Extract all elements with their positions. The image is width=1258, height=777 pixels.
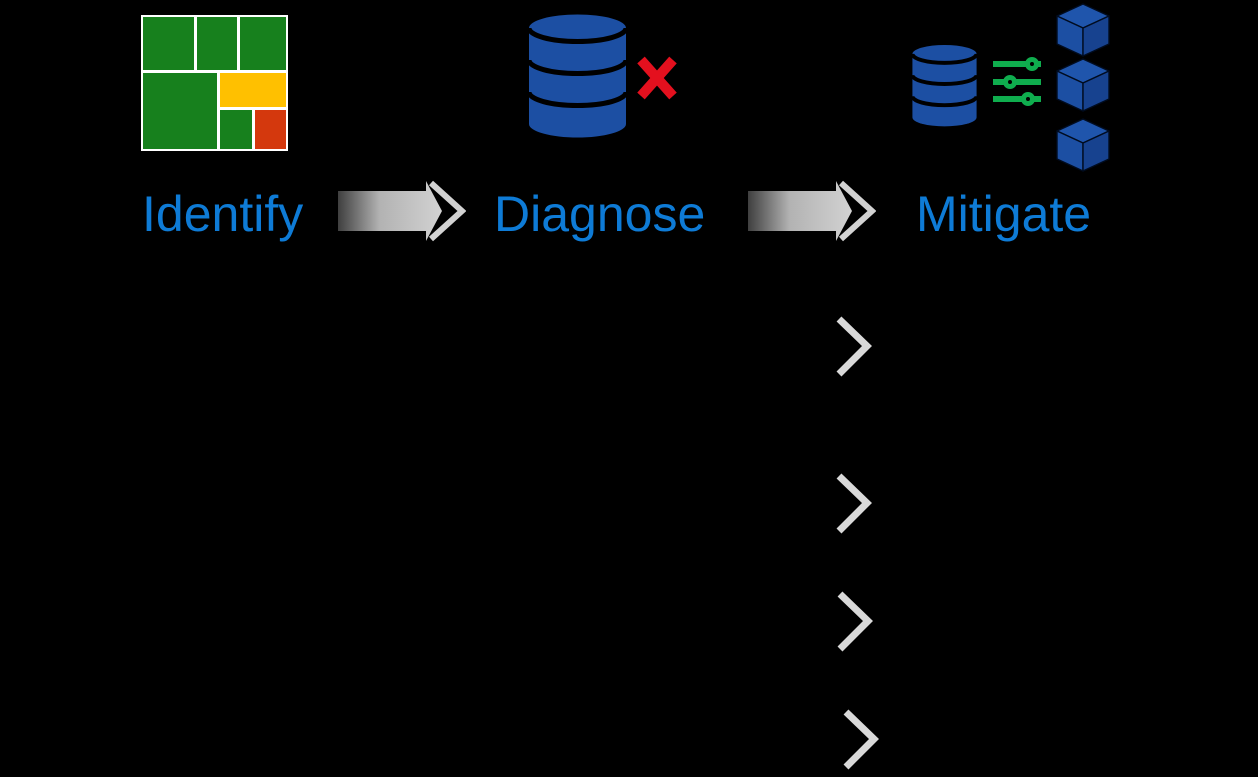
tuning-sliders-icon bbox=[993, 57, 1041, 106]
database-icon bbox=[911, 44, 978, 127]
stage-label-mitigate: Mitigate bbox=[916, 186, 1092, 242]
treemap-cell bbox=[143, 73, 217, 149]
flow-arrow-icon bbox=[338, 180, 466, 242]
chevron-bullet-icon bbox=[836, 316, 872, 377]
chevron-bullet-icon bbox=[836, 473, 872, 534]
treemap-cell bbox=[220, 110, 252, 149]
treemap-cell bbox=[255, 110, 286, 149]
stage-label-identify: Identify bbox=[142, 186, 304, 242]
treemap-cell bbox=[197, 17, 237, 70]
cube-icon bbox=[1056, 3, 1110, 57]
stage-label-diagnose: Diagnose bbox=[494, 186, 706, 242]
database-icon bbox=[527, 14, 628, 138]
treemap-cell bbox=[143, 17, 194, 70]
treemap-cell bbox=[220, 73, 286, 107]
chevron-bullet-icon bbox=[843, 709, 879, 770]
flow-arrow-icon bbox=[748, 180, 876, 242]
cube-icon bbox=[1056, 58, 1110, 112]
cube-icon bbox=[1056, 118, 1110, 172]
treemap-cell bbox=[240, 17, 286, 70]
error-x-icon bbox=[637, 56, 677, 100]
treemap-icon bbox=[141, 15, 288, 151]
chevron-bullet-icon bbox=[837, 591, 873, 652]
